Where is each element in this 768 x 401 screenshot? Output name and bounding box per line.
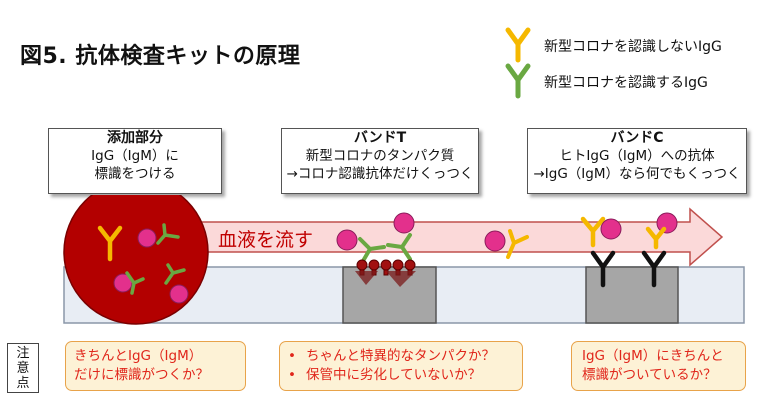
antibody-y-icon <box>97 225 123 262</box>
note-line: きちんとIgG（IgM） <box>74 348 203 364</box>
box-line: ヒトIgG（IgM）への抗体 <box>559 148 715 164</box>
band-c-area <box>585 266 679 324</box>
box-line: →コロナ認識抗体だけくっつく <box>286 166 474 182</box>
note-bullet-item: •ちゃんと特異的なタンパクか？ <box>288 348 495 364</box>
box-line: 新型コロナのタンパク質 <box>305 148 455 164</box>
test-strip-diagram: 血液を流す <box>63 195 745 325</box>
band-t-area <box>342 266 437 324</box>
legend: 新型コロナを認識しないIgG 新型コロナを認識するIgG <box>498 22 758 102</box>
flow-arrow <box>149 207 724 267</box>
box-band-c: バンドC ヒトIgG（IgM）への抗体 →IgG（IgM）なら何でもくっつく <box>527 128 747 194</box>
antibody-y-icon <box>125 271 145 295</box>
antigen-binding-mark <box>355 271 378 285</box>
label-particle-icon <box>169 284 189 304</box>
box-heading: バンドC <box>610 130 664 146</box>
box-line: 標識をつける <box>94 166 176 182</box>
legend-label-specific: 新型コロナを認識するIgG <box>544 75 708 91</box>
label-particle-icon <box>484 230 506 252</box>
antibody-y-icon <box>580 216 606 248</box>
antibody-y-icon <box>156 223 180 245</box>
side-label-text: 注意点 <box>16 346 30 391</box>
note-line: 標識がついているか？ <box>582 367 717 383</box>
antibody-y-icon <box>645 226 667 250</box>
page-title: 図5. 抗体検査キットの原理 <box>20 44 301 69</box>
antigen-binding-mark <box>386 271 416 287</box>
box-line: IgG（IgM）に <box>91 148 179 164</box>
label-particle-icon <box>393 212 415 234</box>
flow-arrow-label: 血液を流す <box>218 229 313 251</box>
note-add: きちんとIgG（IgM） だけに標識がつくか？ <box>65 341 246 391</box>
note-band-t: •ちゃんと特異的なタンパクか？ •保管中に劣化していないか？ <box>279 341 523 391</box>
box-heading: バンドT <box>353 130 407 146</box>
anti-igg-antibody-icon <box>641 250 667 288</box>
antibody-y-icon <box>386 233 412 261</box>
box-add-section: 添加部分 IgG（IgM）に 標識をつける <box>48 128 222 194</box>
antibody-y-icon <box>505 63 531 99</box>
box-line: →IgG（IgM）なら何でもくっつく <box>533 166 741 182</box>
antibody-y-icon <box>164 263 186 285</box>
label-particle-icon <box>656 212 678 234</box>
label-particle-icon <box>137 228 157 248</box>
antigen-icon <box>356 259 416 276</box>
label-particle-icon <box>336 229 358 251</box>
note-line: IgG（IgM）にきちんと <box>582 348 724 364</box>
note-bullet-item: •保管中に劣化していないか？ <box>288 367 482 383</box>
legend-label-nonspecific: 新型コロナを認識しないIgG <box>544 39 722 55</box>
box-heading: 添加部分 <box>107 130 163 146</box>
note-line: だけに標識がつくか？ <box>74 367 209 383</box>
antibody-y-icon <box>505 27 531 63</box>
label-particle-icon <box>600 218 622 240</box>
box-band-t: バンドT 新型コロナのタンパク質 →コロナ認識抗体だけくっつく <box>281 128 479 194</box>
side-label: 注意点 <box>7 343 39 393</box>
antibody-y-icon <box>506 229 529 259</box>
antibody-y-icon <box>358 237 386 263</box>
anti-igg-antibody-icon <box>590 250 616 288</box>
note-band-c: IgG（IgM）にきちんと 標識がついているか？ <box>571 341 746 391</box>
